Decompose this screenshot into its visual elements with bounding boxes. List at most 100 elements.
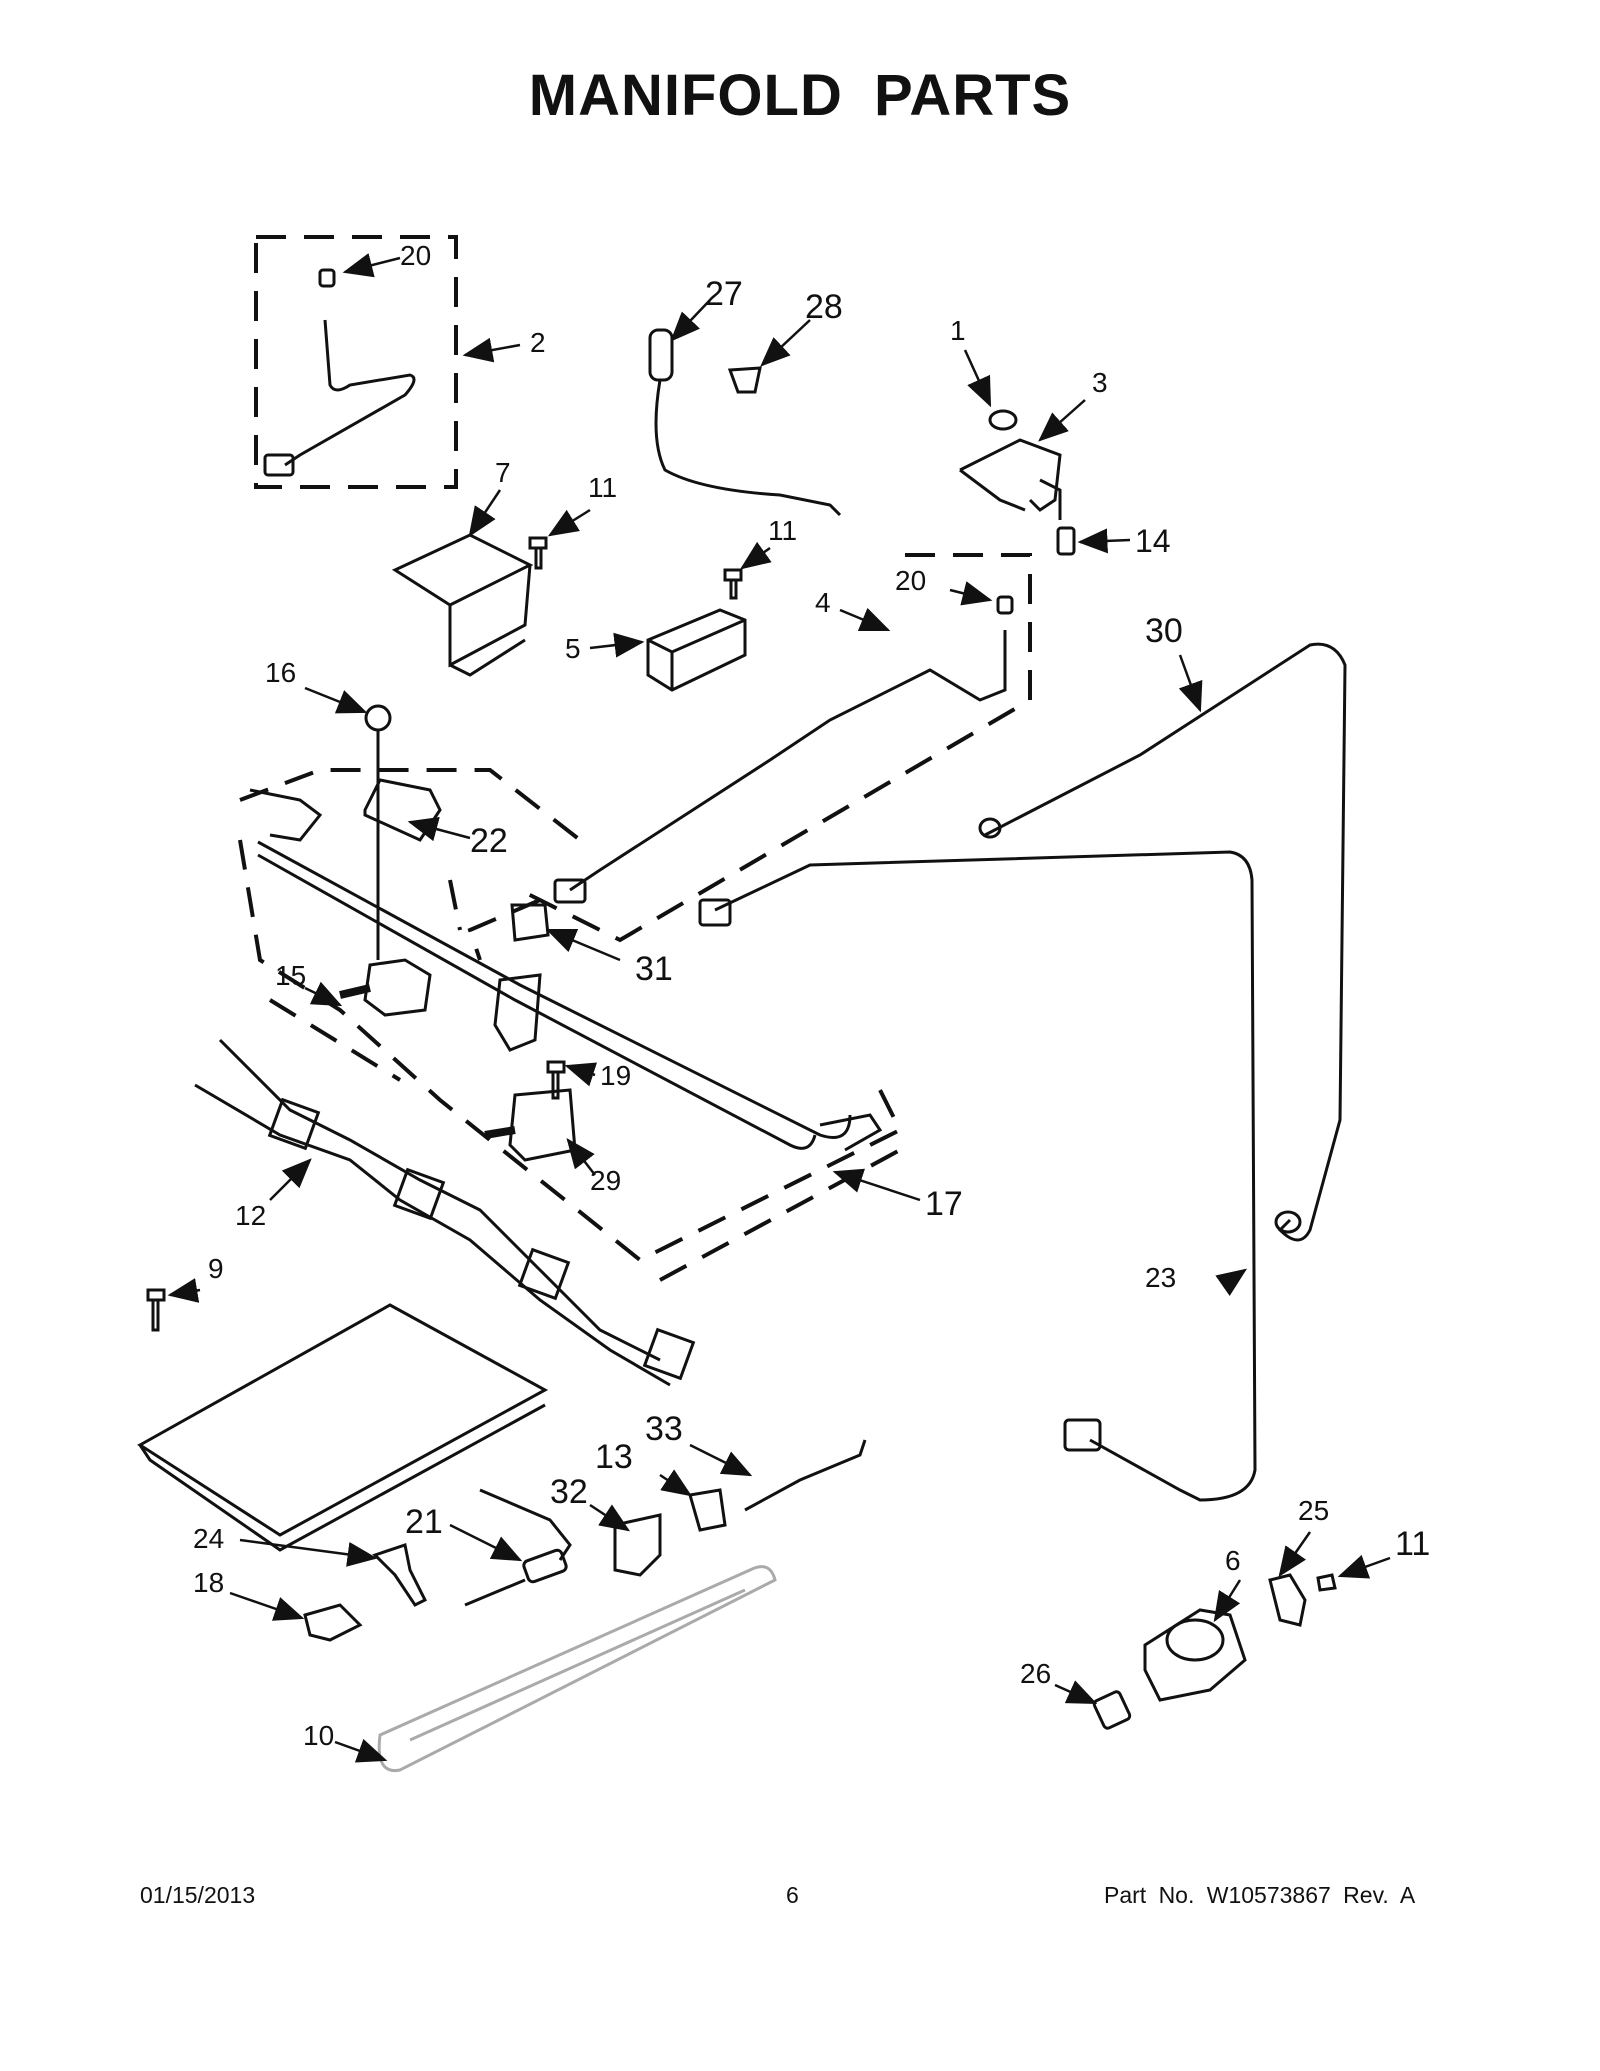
part-23-fitting-top	[698, 898, 732, 927]
part-1-nut	[988, 409, 1018, 431]
callout-12: 12	[235, 1200, 266, 1231]
part-22-bracket	[363, 778, 442, 842]
part-15-valve	[363, 958, 432, 1017]
callout-5: 5	[565, 633, 581, 664]
arrow-28	[760, 319, 811, 367]
arrow-31	[545, 928, 621, 962]
callout-6: 6	[1225, 1545, 1241, 1576]
callout-27: 27	[705, 275, 743, 313]
arrow-11b	[739, 541, 772, 570]
part-20-fitting-mid	[996, 595, 1014, 615]
arrow-6	[1213, 1579, 1242, 1623]
callout-24: 24	[193, 1523, 224, 1554]
arrow-23	[1215, 1268, 1248, 1297]
part-24-clip	[372, 1543, 428, 1607]
callout-22: 22	[470, 822, 508, 860]
callout-1: 1	[950, 315, 966, 346]
part-25-bracket	[1268, 1573, 1307, 1627]
arrow-21	[449, 1523, 523, 1562]
callout-14: 14	[1135, 523, 1171, 559]
arrow-15	[304, 981, 343, 1007]
part-12-connector-3	[517, 1247, 571, 1301]
arrow-1	[963, 349, 992, 408]
callout-17: 17	[925, 1185, 963, 1223]
callout-23: 23	[1145, 1262, 1176, 1293]
part-13-clip	[688, 1488, 727, 1532]
arrow-4	[839, 607, 891, 632]
part-16-screw-head	[364, 704, 392, 732]
callout-20a: 20	[400, 240, 431, 271]
arrow-16	[304, 686, 368, 714]
part-3-bracket	[959, 438, 1062, 520]
group-box-4	[519, 553, 1032, 943]
arrow-33	[689, 1443, 753, 1477]
group-box-2	[254, 235, 458, 489]
callout-2: 2	[530, 327, 546, 358]
dashed-group-boxes	[238, 235, 1032, 1282]
part-19-screw	[546, 1060, 566, 1100]
arrow-25	[1278, 1531, 1312, 1578]
arrow-19	[564, 1062, 598, 1087]
part-14-screw	[1056, 526, 1076, 556]
part-17-end-bracket-right	[819, 1113, 883, 1152]
callout-33: 33	[645, 1410, 683, 1448]
arrow-13	[659, 1469, 693, 1497]
arrow-12	[269, 1158, 312, 1201]
arrow-9	[167, 1278, 201, 1303]
callout-9: 9	[208, 1253, 224, 1284]
parts	[137, 268, 1347, 1773]
callout-16: 16	[265, 657, 296, 688]
callout-25: 25	[1298, 1495, 1329, 1526]
part-20-fitting-top	[318, 268, 336, 288]
callout-30: 30	[1145, 612, 1183, 650]
part-11-screw-3	[1316, 1573, 1337, 1592]
part-28-grommet	[727, 366, 762, 394]
part-30-tube	[984, 642, 1347, 1242]
arrow-30	[1178, 654, 1203, 713]
part-21-igniter-body	[522, 1548, 568, 1584]
part-33-thermocouple	[744, 1439, 867, 1512]
part-4-nut	[553, 878, 587, 904]
arrow-3	[1038, 399, 1086, 442]
callout-13: 13	[595, 1438, 633, 1476]
callout-10: 10	[303, 1720, 334, 1751]
arrow-20b	[949, 581, 993, 606]
arrow-27	[670, 299, 711, 342]
part-21-igniter-tip	[464, 1578, 526, 1607]
part-23-tube	[714, 850, 1257, 1502]
part-32-bracket	[613, 1513, 662, 1577]
part-12-connector-4	[642, 1327, 696, 1381]
heat-shield	[137, 1303, 549, 1552]
footer-page-number: 6	[786, 1882, 799, 1908]
part-30-nut	[1274, 1210, 1302, 1234]
part-29-stem	[484, 1126, 516, 1139]
part-26-fitting	[1092, 1690, 1132, 1730]
arrow-10	[334, 1738, 388, 1763]
part-4-tube	[569, 630, 1007, 892]
part-2-nut	[263, 453, 295, 477]
part-9-screw	[146, 1288, 166, 1332]
footer-part-number: Part No. W10573867 Rev. A	[1104, 1882, 1416, 1908]
arrow-22	[407, 817, 471, 842]
callout-7: 7	[495, 457, 511, 488]
arrow-7	[468, 489, 502, 538]
callout-11a: 11	[588, 472, 617, 503]
part-21-wire	[479, 1488, 572, 1561]
callout-19: 19	[600, 1060, 631, 1091]
callout-15: 15	[275, 960, 306, 991]
part-15-stem	[339, 984, 371, 999]
callout-31: 31	[635, 950, 673, 988]
callout-26: 26	[1020, 1658, 1051, 1689]
part-18-clip	[303, 1603, 363, 1642]
part-6-dome	[1165, 1618, 1225, 1662]
part-6-regulator	[1143, 1608, 1247, 1702]
part-5-block	[646, 608, 747, 692]
callout-18: 18	[193, 1567, 224, 1598]
arrow-32	[589, 1503, 631, 1532]
part-17-end-bracket-left	[249, 788, 323, 842]
callout-21: 21	[405, 1503, 443, 1541]
part-23-fitting-bottom	[1063, 1418, 1102, 1452]
arrow-24	[239, 1538, 378, 1567]
callout-32: 32	[550, 1473, 588, 1511]
